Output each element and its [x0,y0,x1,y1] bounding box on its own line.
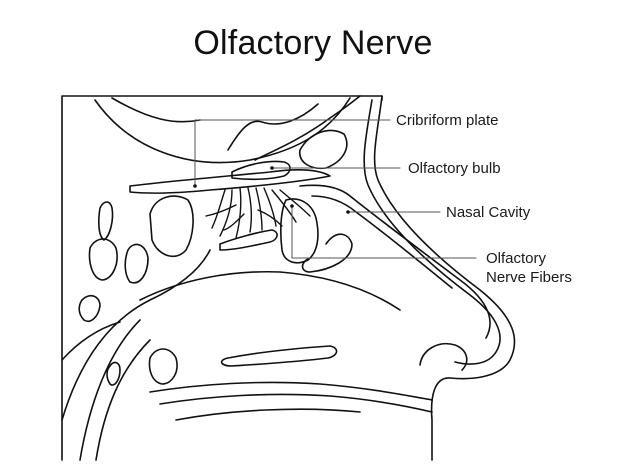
olfactory-nerve-fibers [205,187,311,239]
cribriform-plate-shape [129,169,331,194]
nose-profile-inner [363,99,501,365]
nasal-cavity-channel [311,195,453,289]
airway-wall [79,319,141,461]
palate-line [139,270,401,311]
structure-shape [78,294,101,322]
sinus-shape [149,195,194,258]
brain-fold [227,103,319,151]
leader-cribriform [194,119,391,187]
label-cribriform-plate: Cribriform plate [396,112,499,129]
turbinate [219,229,278,251]
brain-fold [94,97,351,164]
brain-fold [254,95,361,161]
label-olfactory-bulb: Olfactory bulb [408,160,501,177]
nostril [419,343,468,371]
sinus-shape [124,243,149,284]
label-olfactory-nerve-fibers-line1: Olfactory [486,250,547,267]
leader-lines [193,119,477,259]
label-nasal-cavity: Nasal Cavity [446,204,531,221]
nose-profile-outer [373,95,516,461]
turbinate [280,198,319,264]
airway-wall [61,249,211,421]
brain-fold [111,97,201,123]
label-olfactory-nerve-fibers-line2: Nerve Fibers [486,269,572,286]
airway-wall [95,339,151,461]
structure-shape [106,361,121,386]
palate-line [149,381,433,401]
palate-line [175,408,361,421]
leader-nerve-fibers [291,205,477,259]
turbinate [220,345,338,367]
sinus-shape [98,201,114,241]
turbinate [301,233,353,273]
palate-line [159,393,433,413]
olfactory-bulb-shape [231,160,291,181]
structure-shape [148,348,178,385]
page-title: Olfactory Nerve [193,24,433,62]
sinus-shape [88,238,118,281]
nasal-cavity-channel [299,184,491,339]
sinus-shape [299,129,348,170]
airway-wall [61,321,121,361]
